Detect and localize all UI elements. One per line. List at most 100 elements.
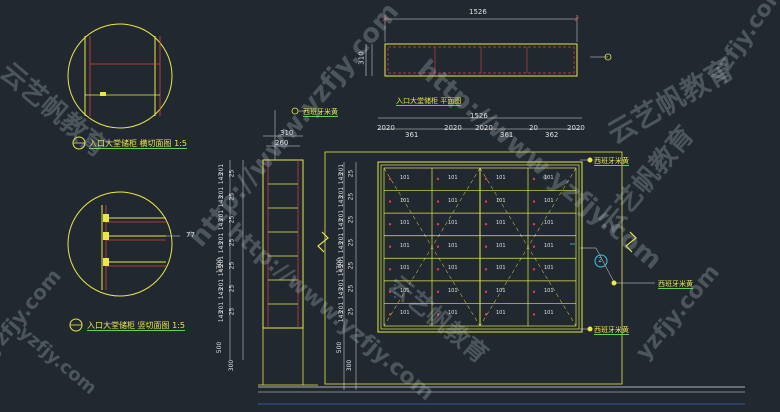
dim-seg-f: 20 <box>529 124 538 132</box>
locker-number: 101 <box>400 287 410 294</box>
section-b-title-text: 入口大堂储柜 竖切面图 1:5 <box>87 321 185 331</box>
material-label-elev-bot: 西班牙米黄 <box>594 325 629 335</box>
locker-number: 101 <box>400 310 410 317</box>
locker-handle <box>484 200 488 203</box>
locker-number: 101 <box>448 242 458 249</box>
callout-bubble <box>594 254 608 268</box>
elev-dim-143: 143 <box>338 287 346 300</box>
detail-circle-top <box>67 23 173 129</box>
locker-handle <box>436 200 440 203</box>
locker-number: 101 <box>448 197 458 204</box>
locker-number: 101 <box>496 197 506 204</box>
dim-side-width: 310 <box>280 129 294 137</box>
elev-dim-143: 143 <box>338 172 346 185</box>
elev-dim-143: 143 <box>338 310 346 323</box>
locker-number: 101 <box>448 310 458 317</box>
detail-circle-bottom <box>67 191 180 297</box>
elev-dim-143: 143 <box>338 241 346 254</box>
side-dim-25: 25 <box>228 284 236 293</box>
dim-seg-a: 2020 <box>377 124 395 132</box>
locker-number: 101 <box>544 197 554 204</box>
locker-handle <box>436 290 440 294</box>
dim-top-width: 1526 <box>469 8 487 16</box>
locker-number: 101 <box>400 265 410 272</box>
front-elevation-view <box>317 117 655 390</box>
side-section-view <box>229 107 318 386</box>
plan-title-text: 入口大堂储柜 平面图 <box>396 97 462 106</box>
section-a-title-text: 入口大堂储柜 横切面图 1:5 <box>89 139 187 149</box>
material-label-side-text: 西班牙米黄 <box>303 108 338 117</box>
plan-view <box>365 15 612 77</box>
dim-ref-77: 77 <box>186 231 195 239</box>
locker-handle <box>388 177 392 181</box>
locker-number: 101 <box>544 265 554 272</box>
side-dim-25: 25 <box>228 192 236 201</box>
side-dim-25: 25 <box>228 238 236 247</box>
dim-seg-e: 361 <box>500 131 514 139</box>
locker-handle <box>436 245 440 248</box>
locker-number: 101 <box>544 220 554 227</box>
locker-handle <box>484 177 488 181</box>
locker-handle <box>532 177 536 181</box>
dim-side-inner: 260 <box>275 139 289 147</box>
elev-dim-25: 25 <box>347 284 355 293</box>
section-a-title: 入口大堂储柜 横切面图 1:5 <box>89 138 187 149</box>
locker-number: 101 <box>400 175 410 181</box>
elev-dim-25: 25 <box>347 261 355 270</box>
locker-handle <box>532 313 536 316</box>
locker-handle <box>532 290 536 294</box>
side-dim-25: 25 <box>228 261 236 270</box>
locker-number: 101 <box>496 220 506 227</box>
dim-top-depth: 310 <box>357 51 366 65</box>
elev-dim-1700: 1700 <box>336 257 344 274</box>
side-dim-1700: 1700 <box>216 257 224 274</box>
locker-number: 101 <box>496 310 506 317</box>
elev-dim-300: 300 <box>346 359 354 372</box>
locker-handle <box>484 313 488 316</box>
dim-seg-c: 2020 <box>444 124 462 132</box>
locker-number: 101 <box>400 197 410 204</box>
material-label-elev-top: 西班牙米黄 <box>594 156 629 166</box>
material-label-elev-top-text: 西班牙米黄 <box>594 157 629 166</box>
side-dim-143: 143 <box>218 287 226 300</box>
locker-handle <box>388 200 392 203</box>
side-dim-143: 143 <box>218 310 226 323</box>
side-dim-143: 143 <box>218 218 226 231</box>
plan-title: 入口大堂储柜 平面图 <box>396 96 462 106</box>
dim-seg-g: 362 <box>545 131 559 139</box>
locker-number: 101 <box>448 265 458 272</box>
dim-elev-width: 1526 <box>470 112 488 120</box>
side-dim-143: 143 <box>218 195 226 208</box>
locker-number: 101 <box>496 242 506 249</box>
locker-handle <box>532 268 536 271</box>
locker-handle <box>436 177 440 181</box>
locker-number: 101 <box>400 242 410 249</box>
locker-number: 101 <box>448 287 458 294</box>
side-dim-25: 25 <box>228 169 236 178</box>
elev-dim-143: 143 <box>338 218 346 231</box>
material-label-side: 西班牙米黄 <box>303 107 338 117</box>
dim-seg-h: 2020 <box>567 124 585 132</box>
locker-handle <box>532 200 536 203</box>
callout-number: 2 <box>598 256 603 264</box>
side-dim-500: 500 <box>216 341 224 354</box>
side-dim-300: 300 <box>228 359 236 372</box>
elev-dim-25: 25 <box>347 307 355 316</box>
elev-dim-143: 143 <box>338 195 346 208</box>
elev-dim-25: 25 <box>347 215 355 224</box>
elev-dim-25: 25 <box>347 192 355 201</box>
locker-handle <box>388 313 392 316</box>
locker-number: 101 <box>544 287 554 294</box>
dim-seg-d: 2020 <box>475 124 493 132</box>
section-b-title: 入口大堂储柜 竖切面图 1:5 <box>87 320 185 331</box>
material-label-elev-mid: 西班牙米黄 <box>658 279 693 289</box>
side-dim-25: 25 <box>228 307 236 316</box>
locker-number: 101 <box>544 242 554 249</box>
locker-handle <box>532 222 536 226</box>
locker-handle <box>388 222 392 226</box>
locker-handle <box>436 313 440 316</box>
elev-dim-25: 25 <box>347 238 355 247</box>
side-dim-25: 25 <box>228 215 236 224</box>
locker-number: 101 <box>496 175 506 181</box>
